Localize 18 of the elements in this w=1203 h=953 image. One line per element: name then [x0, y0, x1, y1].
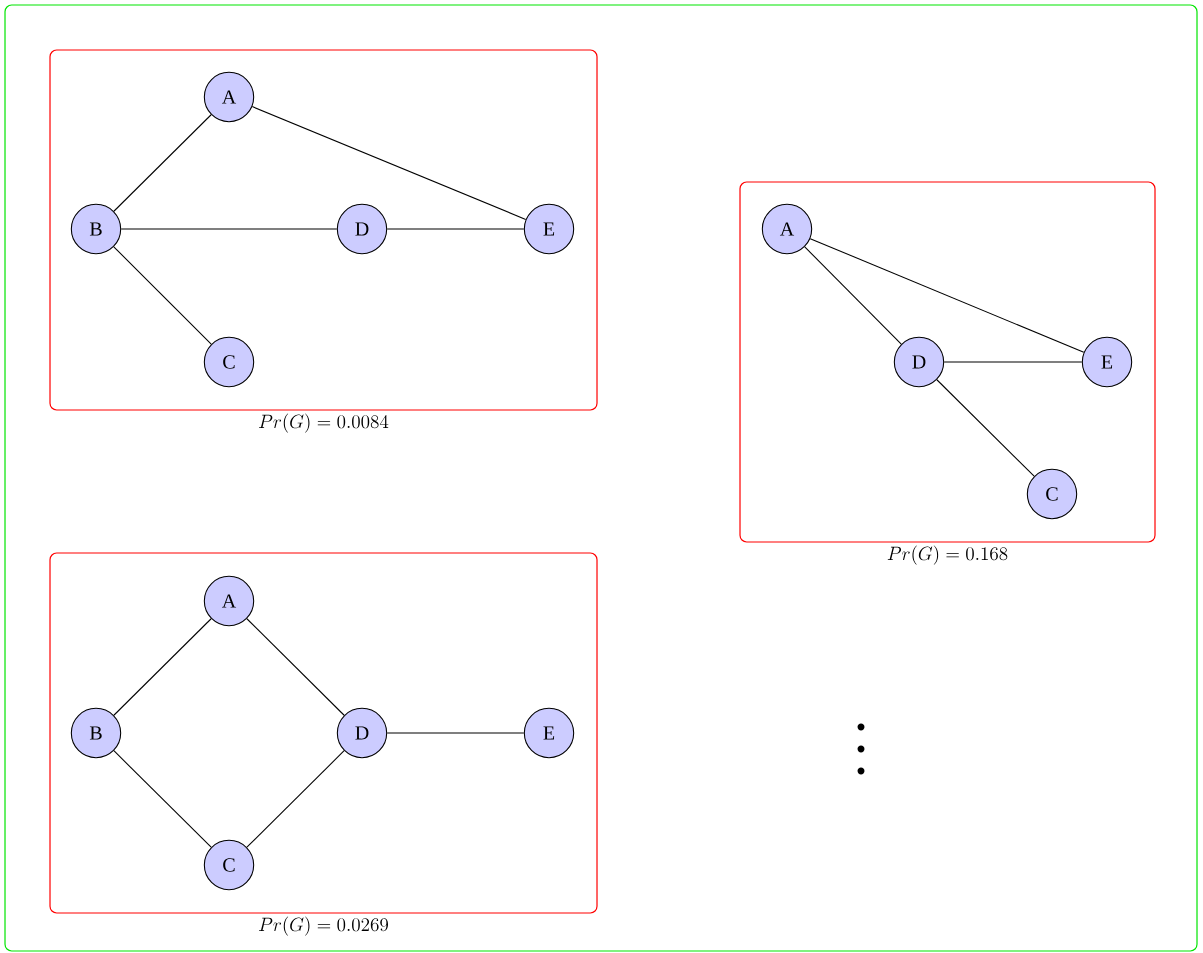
edge-line — [113, 618, 212, 716]
edge-line — [943, 361, 1083, 363]
frame — [4, 4, 1198, 952]
edge-line — [936, 379, 1035, 477]
edge-line — [804, 246, 902, 345]
edge-line — [113, 246, 212, 345]
edge-line — [386, 732, 525, 734]
node-label: $Pr(G) = 0.168$ — [887, 545, 1008, 565]
edge-line — [386, 228, 525, 230]
edge-line — [113, 750, 212, 848]
node-label: $Pr(G) = 0.0084$ — [259, 413, 389, 433]
edge-line — [246, 618, 345, 716]
edge-line — [113, 114, 212, 212]
edge-line — [120, 228, 338, 230]
edge-line — [251, 106, 527, 220]
edge-line — [246, 750, 345, 848]
edge-line — [809, 238, 1085, 353]
node-label: $Pr(G) = 0.0269$ — [259, 916, 389, 936]
